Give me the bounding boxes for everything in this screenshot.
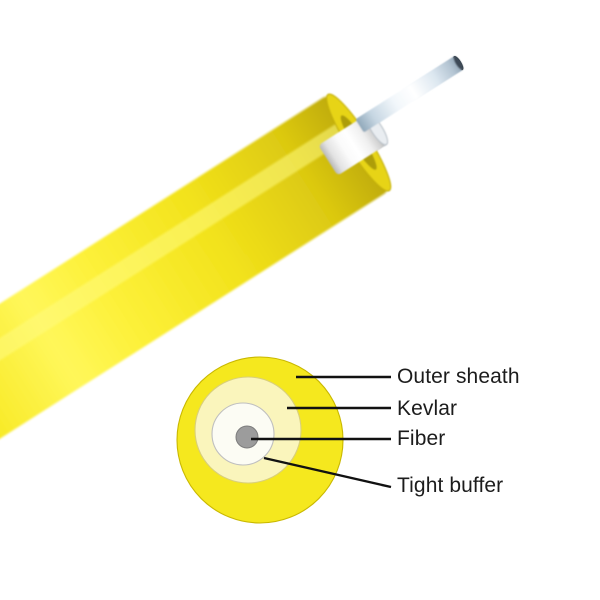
fiber-strand-front — [356, 56, 463, 132]
label-fiber: Fiber — [397, 427, 446, 450]
buffer-over-mouth — [319, 56, 464, 175]
tight-buffer-front — [319, 115, 386, 175]
label-outer-sheath: Outer sheath — [397, 365, 520, 388]
cable-photo-group — [0, 56, 464, 517]
sheath-highlight — [0, 122, 351, 460]
label-tight-buffer: Tight buffer — [397, 474, 504, 497]
fiber-tip-front — [453, 56, 464, 70]
leader-tight-buffer — [263, 456, 392, 489]
label-kevlar: Kevlar — [397, 397, 458, 420]
cross-section-fiber — [235, 425, 259, 449]
callout-leader-lines — [251, 375, 392, 489]
